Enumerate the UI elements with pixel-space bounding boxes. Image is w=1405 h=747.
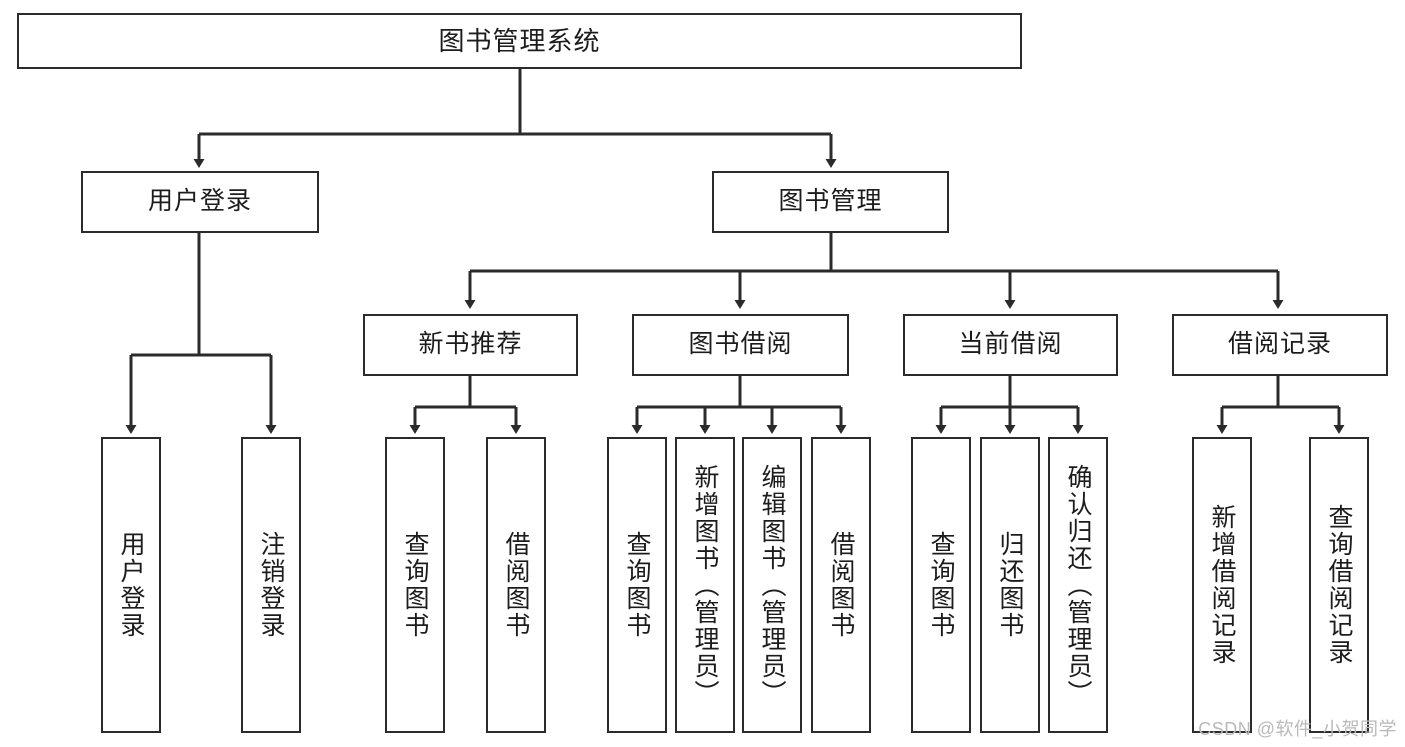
leaf-current-confirm-return-admin[interactable]: 确认归还（管理员） — [1048, 437, 1108, 733]
node-book-borrow[interactable]: 图书借阅 — [632, 314, 849, 376]
leaf-current-query-book[interactable]: 查询图书 — [911, 437, 971, 733]
node-book-borrow-label: 图书借阅 — [688, 330, 793, 359]
leaf-label: 借阅图书 — [502, 531, 530, 639]
leaf-label: 用户登录 — [117, 531, 145, 639]
leaf-new-book-borrow[interactable]: 借阅图书 — [486, 437, 546, 733]
leaf-label: 确认归还（管理员） — [1064, 463, 1092, 707]
leaf-user-login-logout[interactable]: 注销登录 — [241, 437, 301, 733]
node-book-management-label: 图书管理 — [778, 187, 883, 216]
leaf-label: 查询图书 — [927, 531, 955, 639]
leaf-borrow-borrow-book[interactable]: 借阅图书 — [811, 437, 871, 733]
node-root-system[interactable]: 图书管理系统 — [17, 13, 1022, 69]
leaf-new-book-query[interactable]: 查询图书 — [385, 437, 445, 733]
leaf-label: 借阅图书 — [827, 531, 855, 639]
leaf-current-return-book[interactable]: 归还图书 — [980, 437, 1040, 733]
node-current-borrow[interactable]: 当前借阅 — [903, 314, 1118, 376]
node-root-label: 图书管理系统 — [438, 25, 601, 56]
node-borrow-records-label: 借阅记录 — [1227, 330, 1332, 359]
node-book-management[interactable]: 图书管理 — [712, 171, 949, 233]
leaf-records-add-record[interactable]: 新增借阅记录 — [1192, 437, 1252, 733]
leaf-label: 查询图书 — [401, 531, 429, 639]
leaf-borrow-edit-book-admin[interactable]: 编辑图书（管理员） — [742, 437, 802, 733]
watermark: CSDN @软件_小贺同学 — [1198, 719, 1397, 739]
leaf-label: 归还图书 — [996, 531, 1024, 639]
leaf-label: 新增图书（管理员） — [691, 463, 719, 707]
node-user-login-label: 用户登录 — [147, 187, 252, 216]
leaf-records-query-record[interactable]: 查询借阅记录 — [1309, 437, 1369, 733]
node-user-login[interactable]: 用户登录 — [81, 171, 319, 233]
leaf-borrow-add-book-admin[interactable]: 新增图书（管理员） — [675, 437, 735, 733]
leaf-label: 编辑图书（管理员） — [758, 463, 786, 707]
leaf-borrow-query-book[interactable]: 查询图书 — [607, 437, 667, 733]
leaf-label: 查询借阅记录 — [1325, 504, 1353, 666]
leaf-user-login-login[interactable]: 用户登录 — [101, 437, 161, 733]
leaf-label: 查询图书 — [623, 531, 651, 639]
leaf-label: 注销登录 — [257, 531, 285, 639]
node-new-book-recommend-label: 新书推荐 — [418, 330, 523, 359]
node-current-borrow-label: 当前借阅 — [958, 330, 1063, 359]
node-borrow-records[interactable]: 借阅记录 — [1172, 314, 1388, 376]
leaf-label: 新增借阅记录 — [1208, 504, 1236, 666]
node-new-book-recommend[interactable]: 新书推荐 — [363, 314, 578, 376]
